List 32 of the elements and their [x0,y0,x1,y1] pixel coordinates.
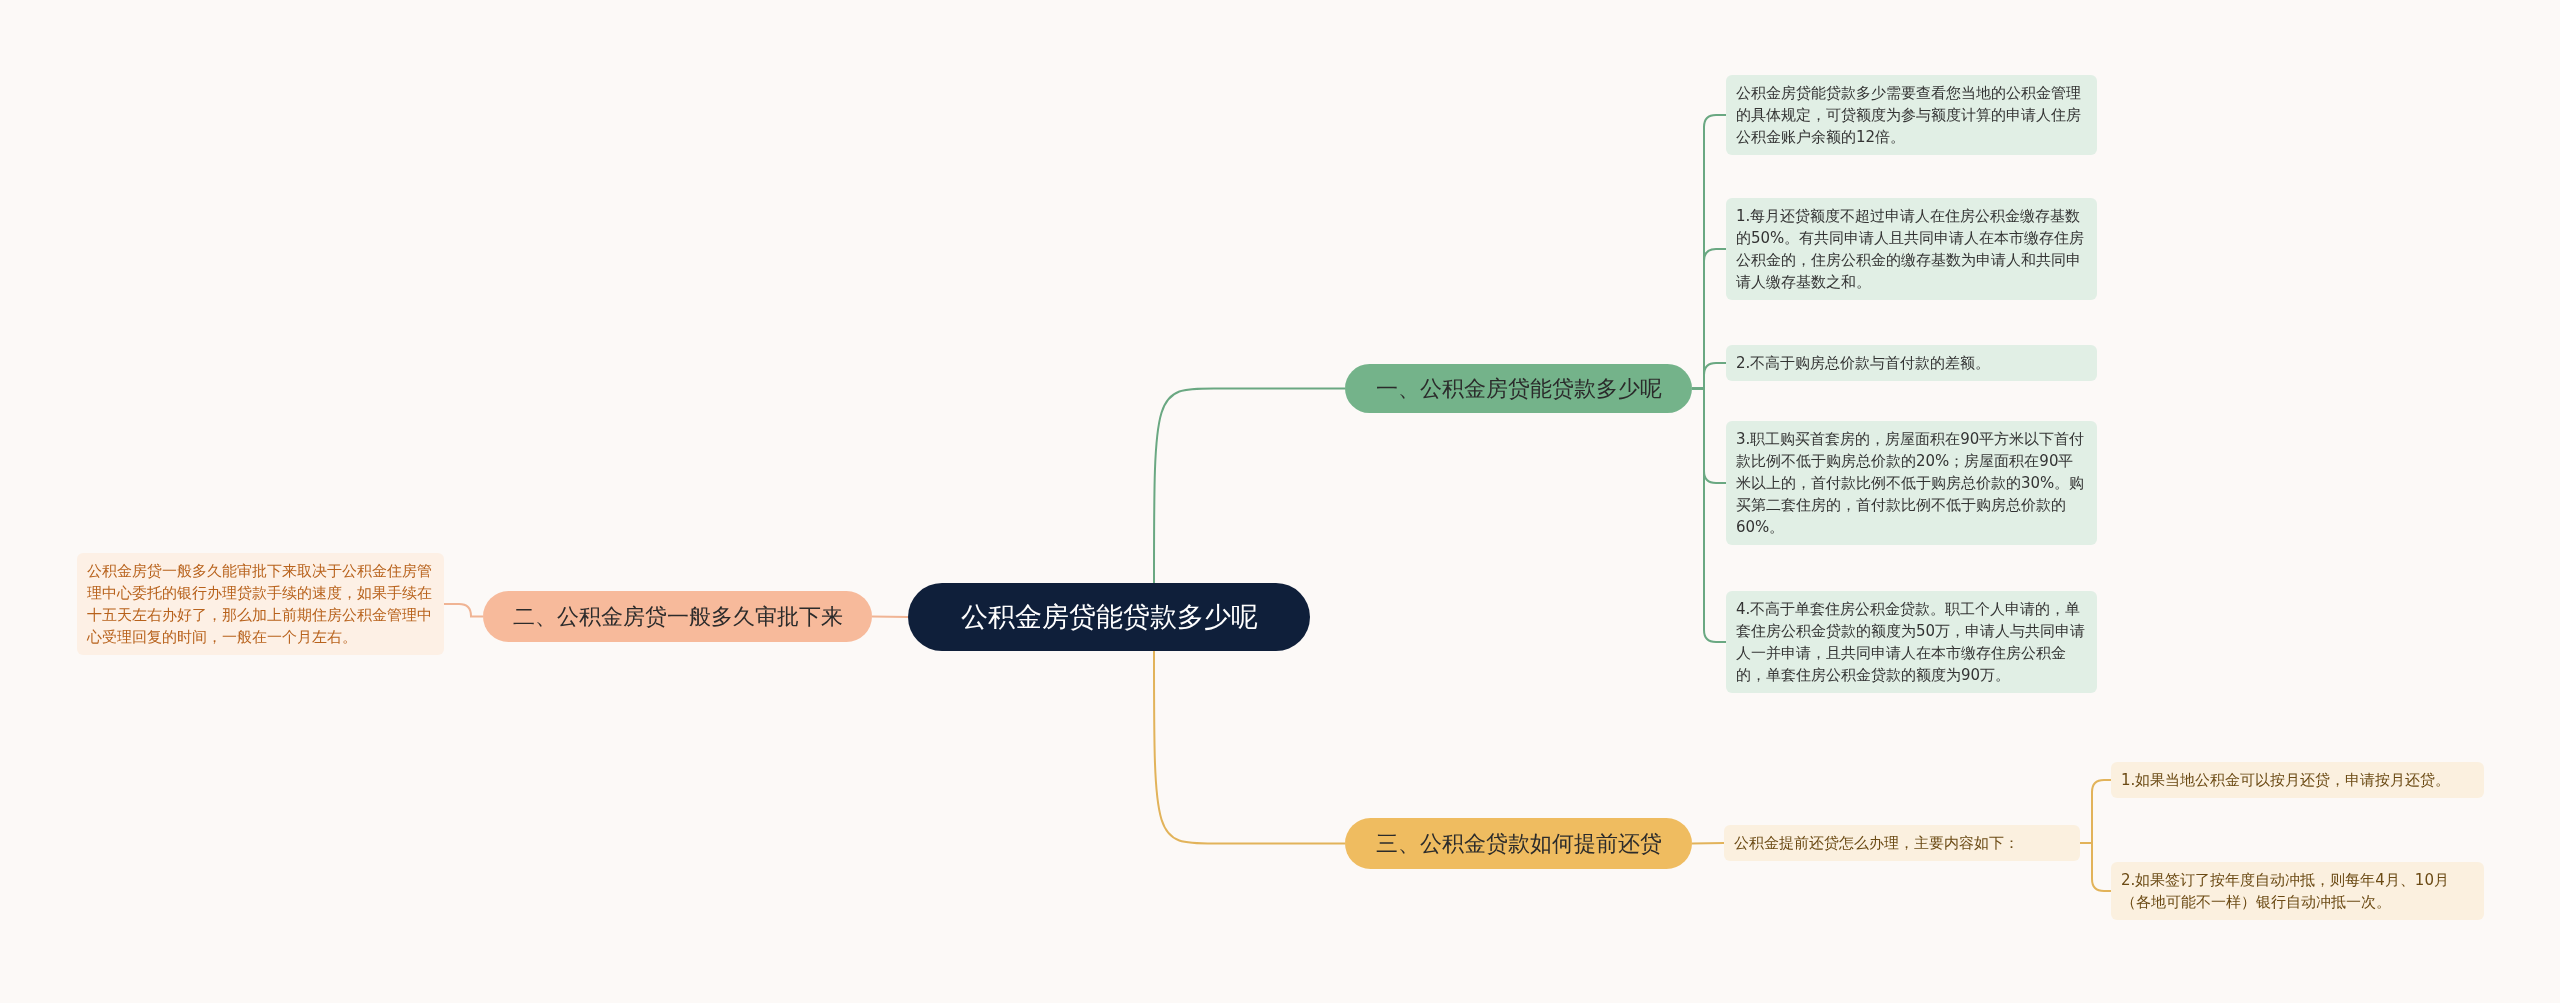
topic-text: 公积金房贷能贷款多少呢 [960,600,1258,634]
note-text: 公积金房贷能贷款多少需要查看您当地的公积金管理的具体规定，可贷额度为参与额度计算的申请人住房公积金账户余额的12倍。 [1736,83,2082,148]
connector-line [443,603,484,618]
note-text: 2.不高于购房总价款与首付款的差额。 [1736,353,1992,374]
connector-line [1153,387,1346,584]
note-card [1726,591,2097,693]
note-text: 公积金提前还贷怎么办理，主要内容如下： [1734,833,2020,854]
connector-line [1691,387,1727,643]
note-card [1724,825,2080,861]
topic-pill [483,591,872,642]
topic-pill [1345,818,1692,869]
note-card [1726,198,2097,300]
note-card [1726,75,2097,155]
topic-pill [1345,364,1692,413]
note-text: 4.不高于单套住房公积金贷款。职工个人申请的，单套住房公积金贷款的额度为50万，申请人与共同申请人一并申请，且共同申请人在本市缴存住房公积金的，单套住房公积金贷款的额度为90万。 [1736,599,2087,686]
topic-text: 二、公积金房贷一般多久审批下来 [512,602,843,631]
note-card [1726,345,2097,381]
note-text: 3.职工购买首套房的，房屋面积在90平方米以下首付款比例不低于购房总价款的20%；房屋面积在90平米以上的，首付款比例不低于购房总价款的30%。购买第二套住房的，首付款比例不低于购房总价款的60%。 [1736,429,2086,538]
connector-line [2079,842,2112,892]
topic-text: 一、公积金房贷能贷款多少呢 [1375,374,1662,403]
note-card [1726,421,2097,545]
connector-line [1691,842,1725,845]
note-card [77,553,444,655]
note-text: 1.每月还贷额度不超过申请人在住房公积金缴存基数的50%。有共同申请人且共同申请人在本市缴存住房公积金的，住房公积金的缴存基数为申请人和共同申请人缴存基数之和。 [1736,206,2086,293]
note-text: 1.如果当地公积金可以按月还贷，申请按月还贷。 [2121,770,2452,791]
note-text: 2.如果签订了按年度自动冲抵，则每年4月、10月（各地可能不一样）银行自动冲抵一次。 [2121,870,2450,913]
connector-line [1153,650,1346,845]
connector-line [871,615,909,618]
note-card [2111,862,2484,920]
note-text: 公积金房贷一般多久能审批下来取决于公积金住房管理中心委托的银行办理贷款手续的速度，如果手续在十五天左右办好了，那么加上前期住房公积金管理中心受理回复的时间，一般在一个月左右。 [87,561,433,648]
note-card [2111,762,2484,798]
topic-text: 三、公积金贷款如何提前还贷 [1375,829,1662,858]
